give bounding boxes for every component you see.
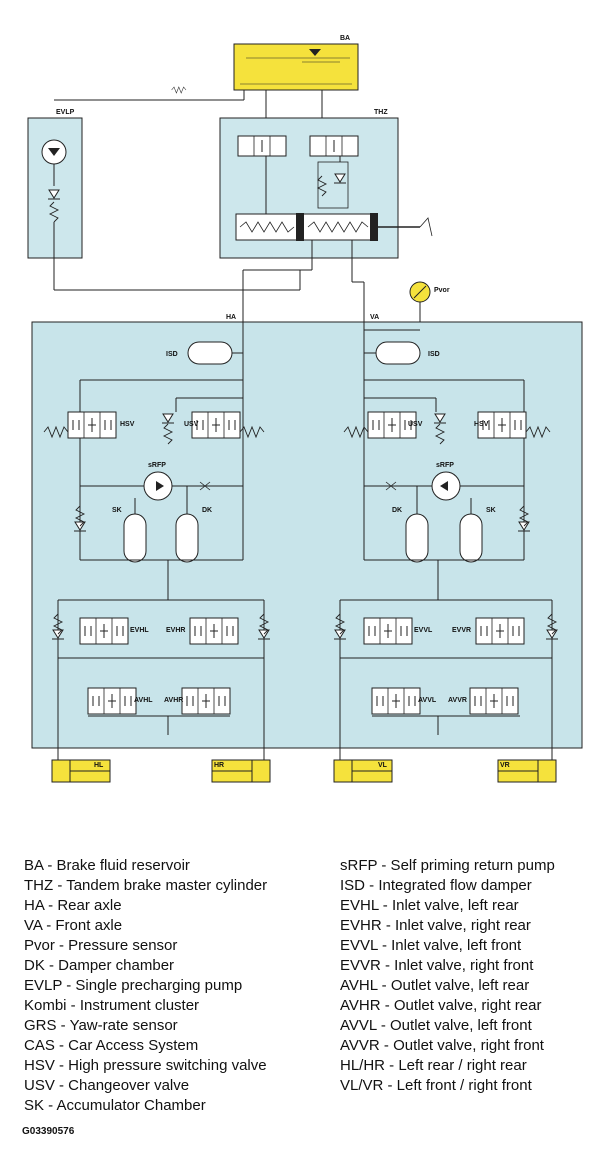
rear-axle-label: HA xyxy=(226,314,236,321)
accumulator-right-label: SK xyxy=(486,507,496,514)
pressure-sensor: Pvor xyxy=(409,281,450,330)
legend-entry: DK - Damper chamber xyxy=(24,957,175,974)
damper-left: DK xyxy=(175,486,212,563)
outlet-right-front-label: AVVR xyxy=(448,697,467,704)
main-lines xyxy=(242,322,420,560)
front-axle-label: VA xyxy=(370,314,379,321)
inlet-left-rear-label: EVHL xyxy=(130,627,149,634)
hsv-left-label: HSV xyxy=(120,421,135,428)
legend-entry: CAS - Car Access System xyxy=(24,1037,199,1054)
legend-entry: AVVR - Outlet valve, right front xyxy=(340,1037,544,1054)
changeover-valve-left: USV xyxy=(161,411,265,445)
accumulator-left-label: SK xyxy=(112,507,122,514)
damper-left-label: DK xyxy=(202,507,212,514)
high-pressure-valve-left: HSV xyxy=(43,411,135,439)
master-cylinder-label: THZ xyxy=(374,109,388,116)
legend-entry: USV - Changeover valve xyxy=(24,1077,190,1094)
tandem-master-cylinder-unit: THZ xyxy=(171,86,433,259)
legend-entry: THZ - Tandem brake master cylinder xyxy=(24,877,268,894)
return-pump-right: sRFP xyxy=(364,438,525,560)
flow-damper-left-label: ISD xyxy=(166,351,178,358)
legend-entry: SK - Accumulator Chamber xyxy=(24,1097,206,1114)
caliper-left-rear: HL xyxy=(51,759,111,783)
legend-entry: ISD - Integrated flow damper xyxy=(340,877,532,894)
damper-right-label: DK xyxy=(392,507,402,514)
hydraulic-control-unit xyxy=(31,321,583,749)
outlet-left-rear-label: AVHL xyxy=(134,697,153,704)
legend-entry: EVLP - Single precharging pump xyxy=(24,977,243,994)
flow-damper-left: ISD xyxy=(166,341,243,365)
legend-entry: AVVL - Outlet valve, left front xyxy=(340,1017,532,1034)
inlet-valve-left-front: EVVL xyxy=(363,617,433,645)
return-pump-right-label: sRFP xyxy=(436,462,454,469)
inlet-right-rear-label: EVHR xyxy=(166,627,185,634)
hsv-right-label: HSV xyxy=(474,421,489,428)
caliper-right-rear: HR xyxy=(211,759,271,783)
valve-bus-lines xyxy=(79,379,525,412)
inlet-left-front-label: EVVL xyxy=(414,627,433,634)
flow-damper-right-label: ISD xyxy=(428,351,440,358)
legend-entry: AVHL - Outlet valve, left rear xyxy=(340,977,530,994)
caliper-left-rear-label: HL xyxy=(94,762,104,769)
caliper-right-front-label: VR xyxy=(500,762,510,769)
outlet-valve-right-front: AVVR xyxy=(448,687,519,715)
precharging-pump-unit: EVLP xyxy=(27,109,83,290)
legend-entry: EVVL - Inlet valve, left front xyxy=(340,937,522,954)
pressure-sensor-label: Pvor xyxy=(434,287,450,294)
caliper-left-front-label: VL xyxy=(378,762,388,769)
legend-entry: sRFP - Self priming return pump xyxy=(340,857,555,874)
high-pressure-valve-right: HSV xyxy=(474,411,551,439)
hydraulic-diagram: BA EVLP THZ xyxy=(27,35,583,783)
usv-right-label: USV xyxy=(408,421,423,428)
legend-entry: BA - Brake fluid reservoir xyxy=(24,857,190,874)
outlet-valve-right-rear: AVHR xyxy=(164,687,231,715)
caliper-right-front: VR xyxy=(497,759,557,783)
accumulator-left: SK xyxy=(112,498,147,563)
brake-fluid-reservoir: BA xyxy=(233,35,359,91)
flow-damper-right: ISD xyxy=(364,341,440,365)
outlet-left-front-label: AVVL xyxy=(418,697,437,704)
legend-entry: EVVR - Inlet valve, right front xyxy=(340,957,534,974)
changeover-valve-right: USV xyxy=(343,411,447,445)
outlet-valve-left-front: AVVL xyxy=(371,687,437,715)
legend-entry: EVHL - Inlet valve, left rear xyxy=(340,897,519,914)
accumulator-right: SK xyxy=(459,498,496,563)
legend-entry: HL/HR - Left rear / right rear xyxy=(340,1057,527,1074)
outlet-valve-left-rear: AVHL xyxy=(87,687,153,715)
caliper-right-rear-label: HR xyxy=(214,762,224,769)
inlet-right-front-label: EVVR xyxy=(452,627,471,634)
outlet-right-rear-label: AVHR xyxy=(164,697,183,704)
damper-right: DK xyxy=(392,486,429,563)
legend-entry: GRS - Yaw-rate sensor xyxy=(24,1017,178,1034)
figure-code: G03390576 xyxy=(22,1126,75,1137)
inlet-valve-right-front: EVVR xyxy=(452,617,525,645)
inlet-valve-left-rear: EVHL xyxy=(79,617,149,645)
return-pump-left: sRFP xyxy=(79,438,243,560)
legend-entry: AVHR - Outlet valve, right rear xyxy=(340,997,542,1014)
legend-entry: HA - Rear axle xyxy=(24,897,122,914)
usv-left-label: USV xyxy=(184,421,199,428)
legend-entry: VA - Front axle xyxy=(24,917,123,934)
legend-entry: VL/VR - Left front / right front xyxy=(340,1077,532,1094)
legend-entry: HSV - High pressure switching valve xyxy=(24,1057,267,1074)
legend-entry: Pvor - Pressure sensor xyxy=(24,937,178,954)
inlet-valve-right-rear: EVHR xyxy=(166,617,239,645)
legend-entry: Kombi - Instrument cluster xyxy=(24,997,200,1014)
collection-lines xyxy=(57,559,553,760)
reservoir-label: BA xyxy=(340,35,350,42)
return-pump-left-label: sRFP xyxy=(148,462,166,469)
legend-entry: EVHR - Inlet valve, right rear xyxy=(340,917,531,934)
precharging-pump-label: EVLP xyxy=(56,109,75,116)
supply-lines xyxy=(54,240,365,322)
caliper-left-front: VL xyxy=(333,759,393,783)
